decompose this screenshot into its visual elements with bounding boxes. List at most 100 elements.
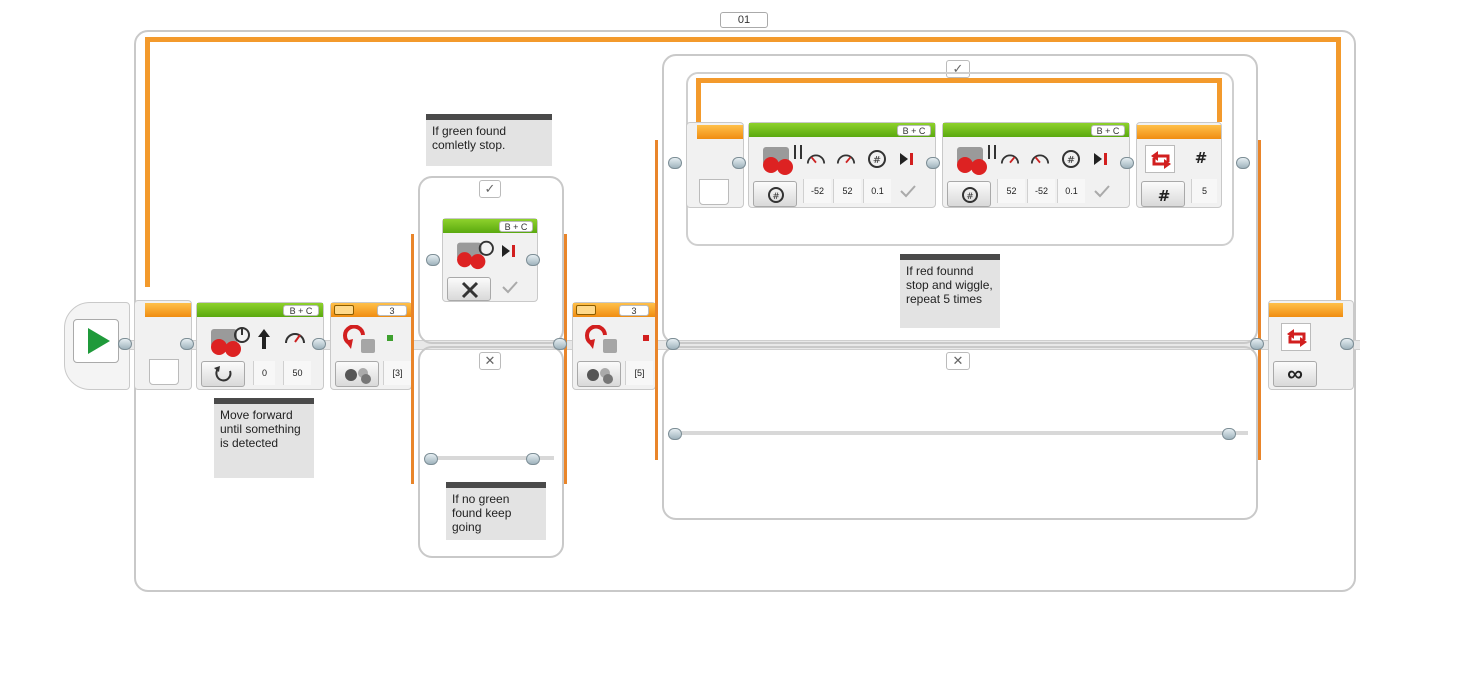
rotations-mode-button[interactable]: # xyxy=(753,181,797,207)
red-false-beam xyxy=(672,431,1248,435)
loop-arrow-icon xyxy=(1151,151,1171,169)
green-false-tab[interactable]: ✕ xyxy=(479,352,501,370)
tank-move-block-2[interactable]: B + C # # 52 -52 0.1 xyxy=(942,122,1130,208)
sequence-beam xyxy=(70,340,1360,350)
large-motor-steering-icon xyxy=(457,240,494,270)
loop-icon-box xyxy=(1281,323,1311,351)
loop-start-socket xyxy=(149,359,179,385)
loop-icon-box xyxy=(1145,145,1175,173)
sensor-port-label[interactable]: 3 xyxy=(377,305,407,316)
red-false-tab[interactable]: ✕ xyxy=(946,352,970,370)
connector-plug xyxy=(732,157,746,169)
connector-plug xyxy=(312,338,326,350)
sensor-port-label[interactable]: 3 xyxy=(619,305,649,316)
comment-move-forward[interactable]: Move forward until something is detected xyxy=(214,404,314,478)
color-switch-green-block[interactable]: 3 [3] xyxy=(330,302,412,390)
close-icon xyxy=(461,281,479,299)
comment-red-found[interactable]: If red founnd stop and wiggle, repeat 5 … xyxy=(900,260,1000,328)
inner-loop-wire-right xyxy=(1217,78,1222,122)
loop-start-bar xyxy=(145,303,191,317)
comment-green-found[interactable]: If green found comletly stop. xyxy=(426,120,552,166)
steering-value[interactable]: 0 xyxy=(253,361,275,385)
comment-no-green[interactable]: If no green found keep going xyxy=(446,488,546,540)
stop-ports-label[interactable]: B + C xyxy=(499,221,533,232)
left-power-value[interactable]: 52 xyxy=(997,179,1025,203)
outer-loop-label[interactable]: 01 xyxy=(720,12,768,28)
move-steering-stop-block[interactable]: B + C xyxy=(442,218,538,302)
right-power-value[interactable]: 52 xyxy=(833,179,861,203)
play-icon xyxy=(88,328,110,354)
ports-label[interactable]: B + C xyxy=(897,125,931,136)
tank-move-block-1[interactable]: B + C # # -52 52 0.1 xyxy=(748,122,936,208)
count-mode-button[interactable]: # xyxy=(1141,181,1185,207)
ports-label[interactable]: B + C xyxy=(1091,125,1125,136)
connector-plug xyxy=(526,453,540,465)
switch-wire-right xyxy=(564,234,567,484)
checkmark-icon xyxy=(502,281,518,294)
comment-bar xyxy=(426,114,552,120)
tank-move-bar xyxy=(749,123,935,137)
loop-count-value[interactable]: 5 xyxy=(1191,179,1217,203)
rotate-icon xyxy=(214,366,232,382)
color-sensor-mode-icon xyxy=(345,368,371,384)
color-sensor-icon xyxy=(585,325,617,353)
connector-plug xyxy=(553,338,567,350)
ports-label[interactable]: B + C xyxy=(283,305,319,316)
brake-icon xyxy=(502,245,515,257)
connector-plug xyxy=(118,338,132,350)
power-left-gauge-icon xyxy=(806,154,826,164)
connector-plug xyxy=(426,254,440,266)
outer-loop-wire-top xyxy=(145,37,1341,42)
rotations-value[interactable]: 0.1 xyxy=(863,179,891,203)
rotations-mode-button[interactable]: # xyxy=(947,181,991,207)
power-right-gauge-icon xyxy=(1030,154,1050,164)
start-button[interactable] xyxy=(73,319,119,363)
loop-start-block[interactable] xyxy=(134,300,192,390)
rotations-icon: # xyxy=(1062,150,1080,168)
green-indicator xyxy=(387,335,393,341)
power-value[interactable]: 50 xyxy=(283,361,311,385)
color-switch-red-block[interactable]: 3 [5] xyxy=(572,302,656,390)
on-mode-button[interactable] xyxy=(201,361,245,387)
large-motor-tank-icon xyxy=(763,145,802,175)
svg-text:#: # xyxy=(966,192,974,202)
connector-plug xyxy=(1250,338,1264,350)
connector-plug xyxy=(1222,428,1236,440)
large-motor-steering-icon xyxy=(211,327,250,357)
connector-plug xyxy=(1120,157,1134,169)
svg-text:#: # xyxy=(1195,149,1208,167)
comment-bar xyxy=(900,254,1000,260)
connector-plug xyxy=(926,157,940,169)
color-mode-button[interactable] xyxy=(335,361,379,387)
rotations-mode-icon: # xyxy=(962,187,978,203)
rotations-value[interactable]: 0.1 xyxy=(1057,179,1085,203)
color-input-value[interactable]: [5] xyxy=(625,361,653,385)
checkmark-icon xyxy=(900,185,916,198)
connector-plug xyxy=(668,157,682,169)
connector-plug xyxy=(526,254,540,266)
inner-loop-end-block[interactable]: # # 5 xyxy=(1136,122,1222,208)
brake-icon xyxy=(1094,153,1107,165)
loop-arrow-icon xyxy=(1287,329,1307,347)
outer-loop-wire-left xyxy=(145,37,150,287)
unlimited-mode-button[interactable]: ∞ xyxy=(1273,361,1317,387)
rotations-mode-icon: # xyxy=(768,187,784,203)
svg-text:#: # xyxy=(1067,155,1075,166)
move-steering-block[interactable]: B + C 0 50 xyxy=(196,302,324,390)
green-false-beam xyxy=(428,456,554,460)
connector-plug xyxy=(1340,338,1354,350)
off-mode-button[interactable] xyxy=(447,277,491,301)
power-left-gauge-icon xyxy=(1000,154,1020,164)
switch-wire-left xyxy=(411,234,414,484)
loop-end-block[interactable]: ∞ xyxy=(1268,300,1354,390)
green-true-tab[interactable]: ✓ xyxy=(479,180,501,198)
color-mode-button[interactable] xyxy=(577,361,621,387)
left-power-value[interactable]: -52 xyxy=(803,179,831,203)
loop-start-socket xyxy=(699,179,729,205)
large-motor-tank-icon xyxy=(957,145,996,175)
right-power-value[interactable]: -52 xyxy=(1027,179,1055,203)
power-right-gauge-icon xyxy=(836,154,856,164)
loop-end-bar xyxy=(1269,303,1343,317)
loop-start-bar xyxy=(697,125,743,139)
color-input-value[interactable]: [3] xyxy=(383,361,411,385)
